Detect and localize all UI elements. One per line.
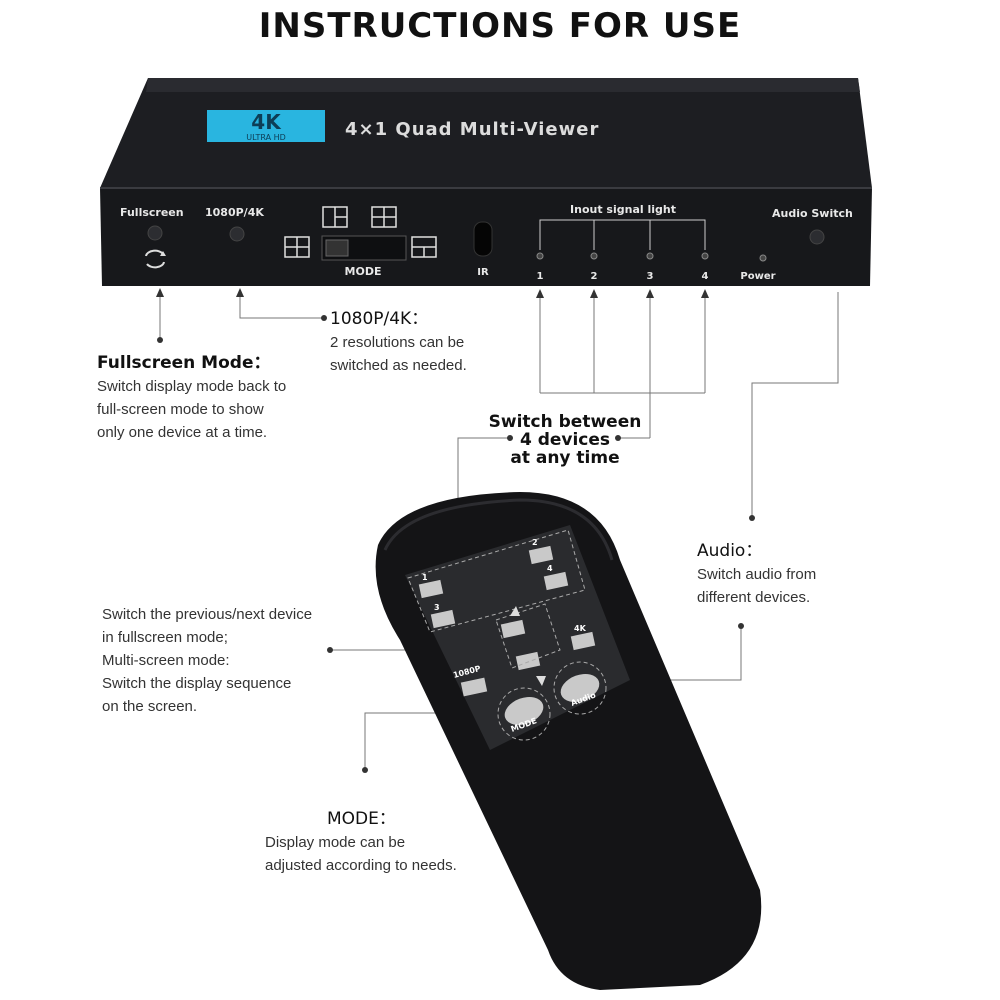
resolution-callout: 1080P/4K： 2 resolutions can be switched …	[330, 309, 467, 374]
device-name: 4×1 Quad Multi-Viewer	[345, 119, 599, 140]
switch-devices-callout: Switch between 4 devices at any time	[488, 412, 642, 468]
fullscreen-button	[147, 225, 163, 241]
svg-text:4K: 4K	[574, 624, 587, 633]
svg-text:1: 1	[537, 271, 544, 282]
4k-badge	[207, 110, 325, 142]
badge-text: 4K	[251, 110, 282, 134]
svg-text:4: 4	[547, 564, 553, 573]
layout-icons	[284, 206, 437, 258]
ir-sensor	[473, 221, 493, 257]
resolution-button	[229, 226, 245, 242]
mode-callout: MODE： Display mode can be adjusted accor…	[265, 809, 457, 874]
svg-text:4: 4	[702, 271, 709, 282]
svg-text:2: 2	[532, 538, 538, 547]
page-title: INSTRUCTIONS FOR USE	[258, 6, 742, 46]
prev-next-callout: Switch the previous/next device in fulls…	[102, 606, 313, 715]
fullscreen-callout: Fullscreen Mode： Switch display mode bac…	[97, 353, 287, 441]
svg-text:MODE: MODE	[345, 265, 382, 278]
svg-text:2: 2	[591, 271, 598, 282]
svg-text:Inout signal light: Inout signal light	[570, 203, 676, 216]
svg-text:3: 3	[647, 271, 654, 282]
svg-text:3: 3	[434, 603, 440, 612]
remote-control: 1 2 3 4 4K 1080P MODE Audio	[375, 492, 762, 990]
refresh-icon	[145, 249, 165, 269]
svg-text:Fullscreen: Fullscreen	[120, 206, 184, 219]
svg-text:Power: Power	[740, 271, 775, 282]
svg-text:ULTRA HD: ULTRA HD	[246, 133, 286, 142]
svg-text:1: 1	[422, 573, 428, 582]
audio-callout: Audio： Switch audio from different devic…	[697, 541, 817, 606]
svg-text:IR: IR	[477, 267, 489, 278]
audio-switch-button	[809, 229, 825, 245]
svg-text:Audio Switch: Audio Switch	[772, 207, 853, 220]
svg-text:1080P/4K: 1080P/4K	[205, 206, 264, 219]
